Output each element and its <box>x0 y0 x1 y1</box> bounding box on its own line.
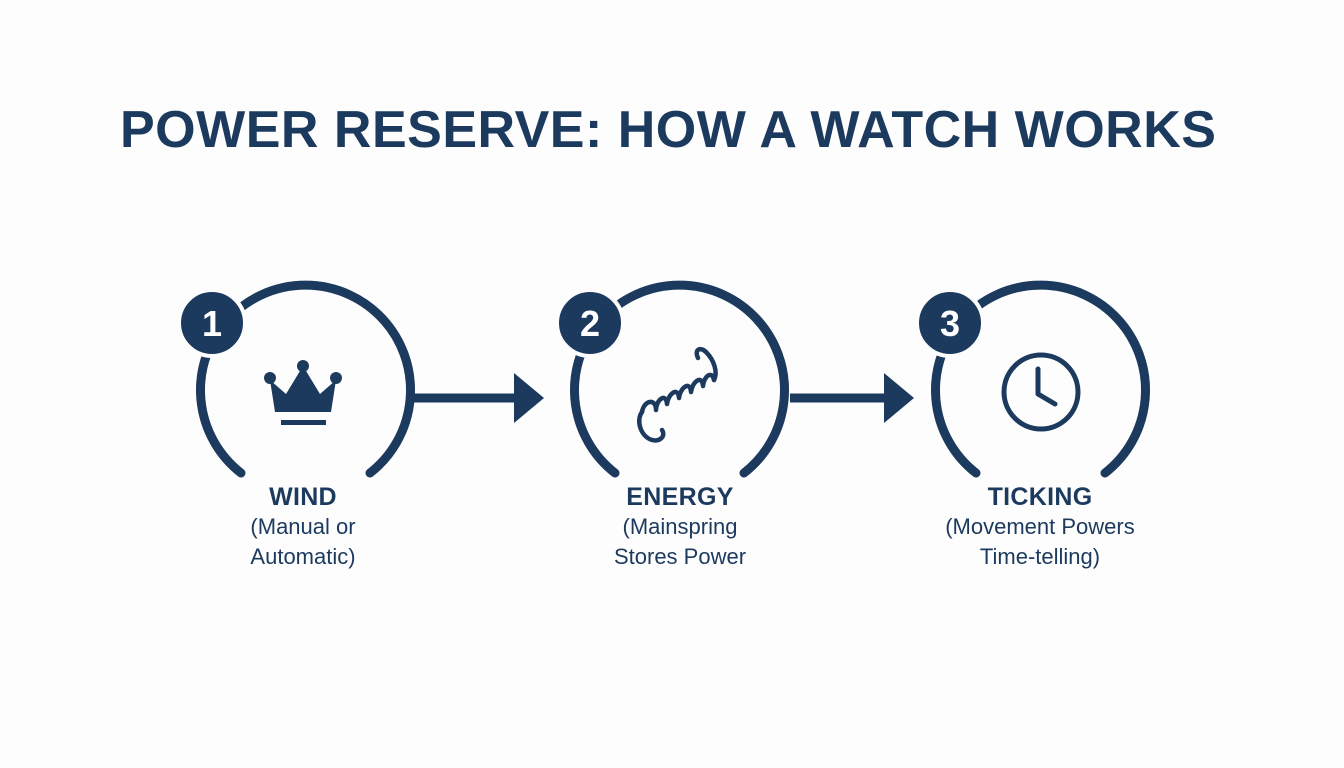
step-2-number: 2 <box>580 303 600 344</box>
step-1-number: 1 <box>202 303 222 344</box>
crown-icon <box>264 360 342 425</box>
step-3-badge: 3 <box>915 288 985 358</box>
arrow-step-2-to-3 <box>790 373 914 423</box>
step-2-description-line-1: (Mainspring <box>622 514 738 539</box>
page-title: POWER RESERVE: HOW A WATCH WORKS <box>120 101 1217 159</box>
step-1-ring <box>196 280 415 478</box>
step-3-caption: TICKING (Movement Powers Time-telling) <box>910 482 1170 572</box>
step-1-description-line-1: (Manual or <box>250 514 356 539</box>
step-3-heading: TICKING <box>987 483 1093 511</box>
clock-icon <box>1001 352 1081 432</box>
step-3-number: 3 <box>940 303 960 344</box>
step-1-heading: WIND <box>269 483 337 511</box>
step-2-caption: ENERGY (Mainspring Stores Power <box>550 482 810 572</box>
step-1-caption: WIND (Manual or Automatic) <box>173 482 433 572</box>
step-1-badge: 1 <box>177 288 247 358</box>
step-1-description-line-2: Automatic) <box>250 544 356 569</box>
step-2-heading: ENERGY <box>626 483 734 511</box>
arrow-step-1-to-2 <box>410 373 544 423</box>
step-2-description-line-2: Stores Power <box>613 544 747 569</box>
step-3-ring <box>931 280 1150 478</box>
coil-spring-icon <box>637 346 718 443</box>
step-3-description-line-2: Time-telling) <box>979 544 1101 569</box>
step-2-badge: 2 <box>555 288 625 358</box>
step-3-description-line-1: (Movement Powers <box>945 514 1135 539</box>
step-2-ring <box>570 280 789 478</box>
